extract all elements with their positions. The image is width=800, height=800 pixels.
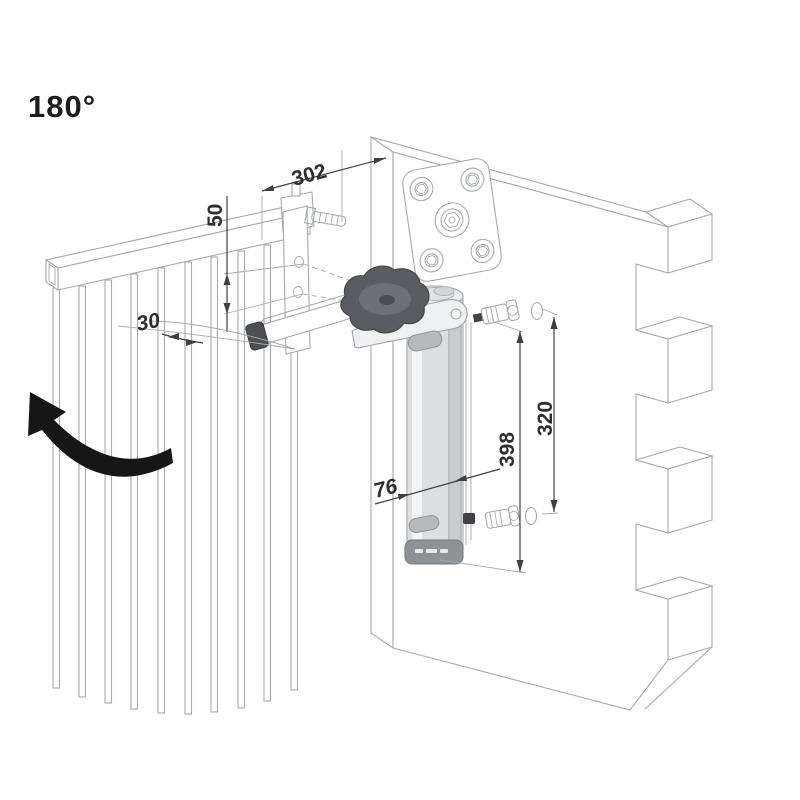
- mounting-plate-bolts: [409, 167, 495, 273]
- brand-mark: [440, 549, 448, 553]
- gate: [44, 183, 347, 715]
- swing-direction-arrow-icon: [28, 392, 173, 477]
- cylinder-highlight: [412, 306, 422, 542]
- rail-end-cap-inner: [48, 263, 56, 286]
- bolt-tip: [472, 312, 484, 323]
- cylinder-shade: [448, 304, 463, 544]
- opening-angle-label: 180°: [28, 89, 96, 124]
- mounting-plate-hub: [434, 202, 470, 238]
- wall-bottom-right-edge: [644, 646, 713, 710]
- cylinder-slot-upper: [407, 330, 443, 352]
- clamp-band-hole: [450, 308, 462, 320]
- dimension-label: 398: [496, 432, 519, 467]
- knob-center: [379, 295, 395, 305]
- cylinder-bottom-cap: [404, 539, 464, 565]
- cylinder-slot-lower: [408, 514, 440, 534]
- dimension-label: 50: [204, 204, 227, 227]
- wall-castellation: [634, 198, 714, 710]
- lower-fixing-bolt: [463, 505, 538, 529]
- mounting-plate: [402, 158, 502, 282]
- dimension-label: 30: [135, 309, 163, 336]
- dimension-label: 302: [289, 160, 329, 191]
- lower-washer: [524, 506, 538, 526]
- dimension-398: 398: [439, 321, 527, 574]
- closer-arm: [245, 289, 360, 351]
- wall-left-face: [370, 135, 394, 650]
- bracket-hole-upper: [294, 256, 304, 268]
- cylinder-top-boss: [433, 286, 455, 296]
- gate-top-rail: [44, 203, 312, 292]
- dimension-30: 30: [117, 309, 296, 350]
- brand-mark: [415, 549, 423, 553]
- upper-washer: [530, 301, 544, 321]
- dimension-50: 50: [204, 196, 231, 332]
- clamp-bolt: [291, 183, 301, 197]
- gate-bars: [52, 238, 299, 715]
- arm-end-cap: [245, 321, 269, 351]
- dimension-label: 320: [534, 401, 557, 436]
- dimension-320: 320: [534, 308, 559, 515]
- upper-fixing-bolt: [472, 299, 544, 325]
- adjuster-rod: [304, 206, 347, 227]
- brand-mark: [426, 549, 437, 553]
- spine-bush: [463, 513, 475, 524]
- hand-knob: [340, 265, 430, 334]
- wall: [370, 135, 714, 711]
- mounting-spine: [465, 320, 472, 545]
